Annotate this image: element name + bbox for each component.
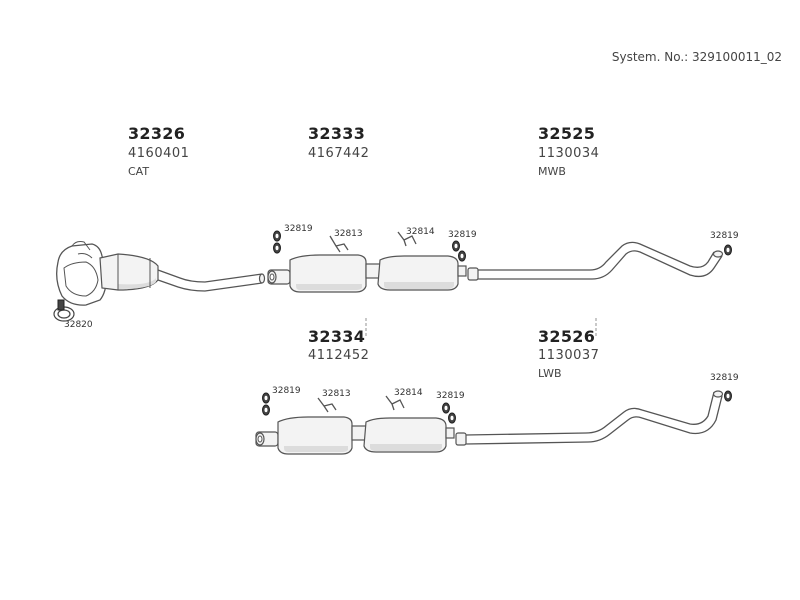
hanger-32813-lower [317,397,337,413]
part-number-middle-silencer: 32333 [308,124,366,143]
part-desc-tailpipe-mwb: MWB [538,165,566,178]
label-ring-lower-right: 32819 [710,373,739,383]
system-number: System. No.: 329100011_02 [611,50,782,64]
lower-fittings [262,390,732,424]
catalyst-assembly [53,241,266,322]
middle-silencer-upper [267,254,467,293]
label-ring-upper-right: 32819 [710,231,739,241]
part-code-middle-silencer: 4167442 [308,146,370,161]
hanger-32813-upper [329,235,349,253]
part-number-middle-silencer-alt: 32334 [308,327,366,346]
label-ring-upper-left: 32819 [284,224,313,234]
middle-silencer-lower [255,416,455,455]
label-hanger-upper-right: 32814 [406,227,435,237]
hanger-32814-lower [385,395,405,411]
part-code-tailpipe-lwb: 1130037 [538,348,600,363]
clamp-bolt [57,299,65,311]
tailpipe-mwb [467,241,724,281]
label-ring-lower-middle: 32819 [436,391,465,401]
part-desc-tailpipe-lwb: LWB [538,367,562,380]
label-hanger-lower-left: 32813 [322,389,351,399]
label-hanger-upper-left: 32813 [334,229,363,239]
tailpipe-lwb [455,390,724,446]
upper-fittings [273,230,732,262]
part-code-middle-silencer-alt: 4112452 [308,348,370,363]
part-code-catalyst: 4160401 [128,146,190,161]
part-code-tailpipe-mwb: 1130034 [538,146,600,161]
label-clamp: 32820 [64,320,93,330]
part-number-catalyst: 32326 [128,124,186,143]
part-desc-catalyst: CAT [128,165,150,178]
hanger-32814-upper [397,231,417,247]
part-number-tailpipe-mwb: 32525 [538,124,596,143]
label-ring-lower-left: 32819 [272,386,301,396]
label-ring-upper-middle: 32819 [448,230,477,240]
part-number-tailpipe-lwb: 32526 [538,327,596,346]
label-hanger-lower-right: 32814 [394,388,423,398]
